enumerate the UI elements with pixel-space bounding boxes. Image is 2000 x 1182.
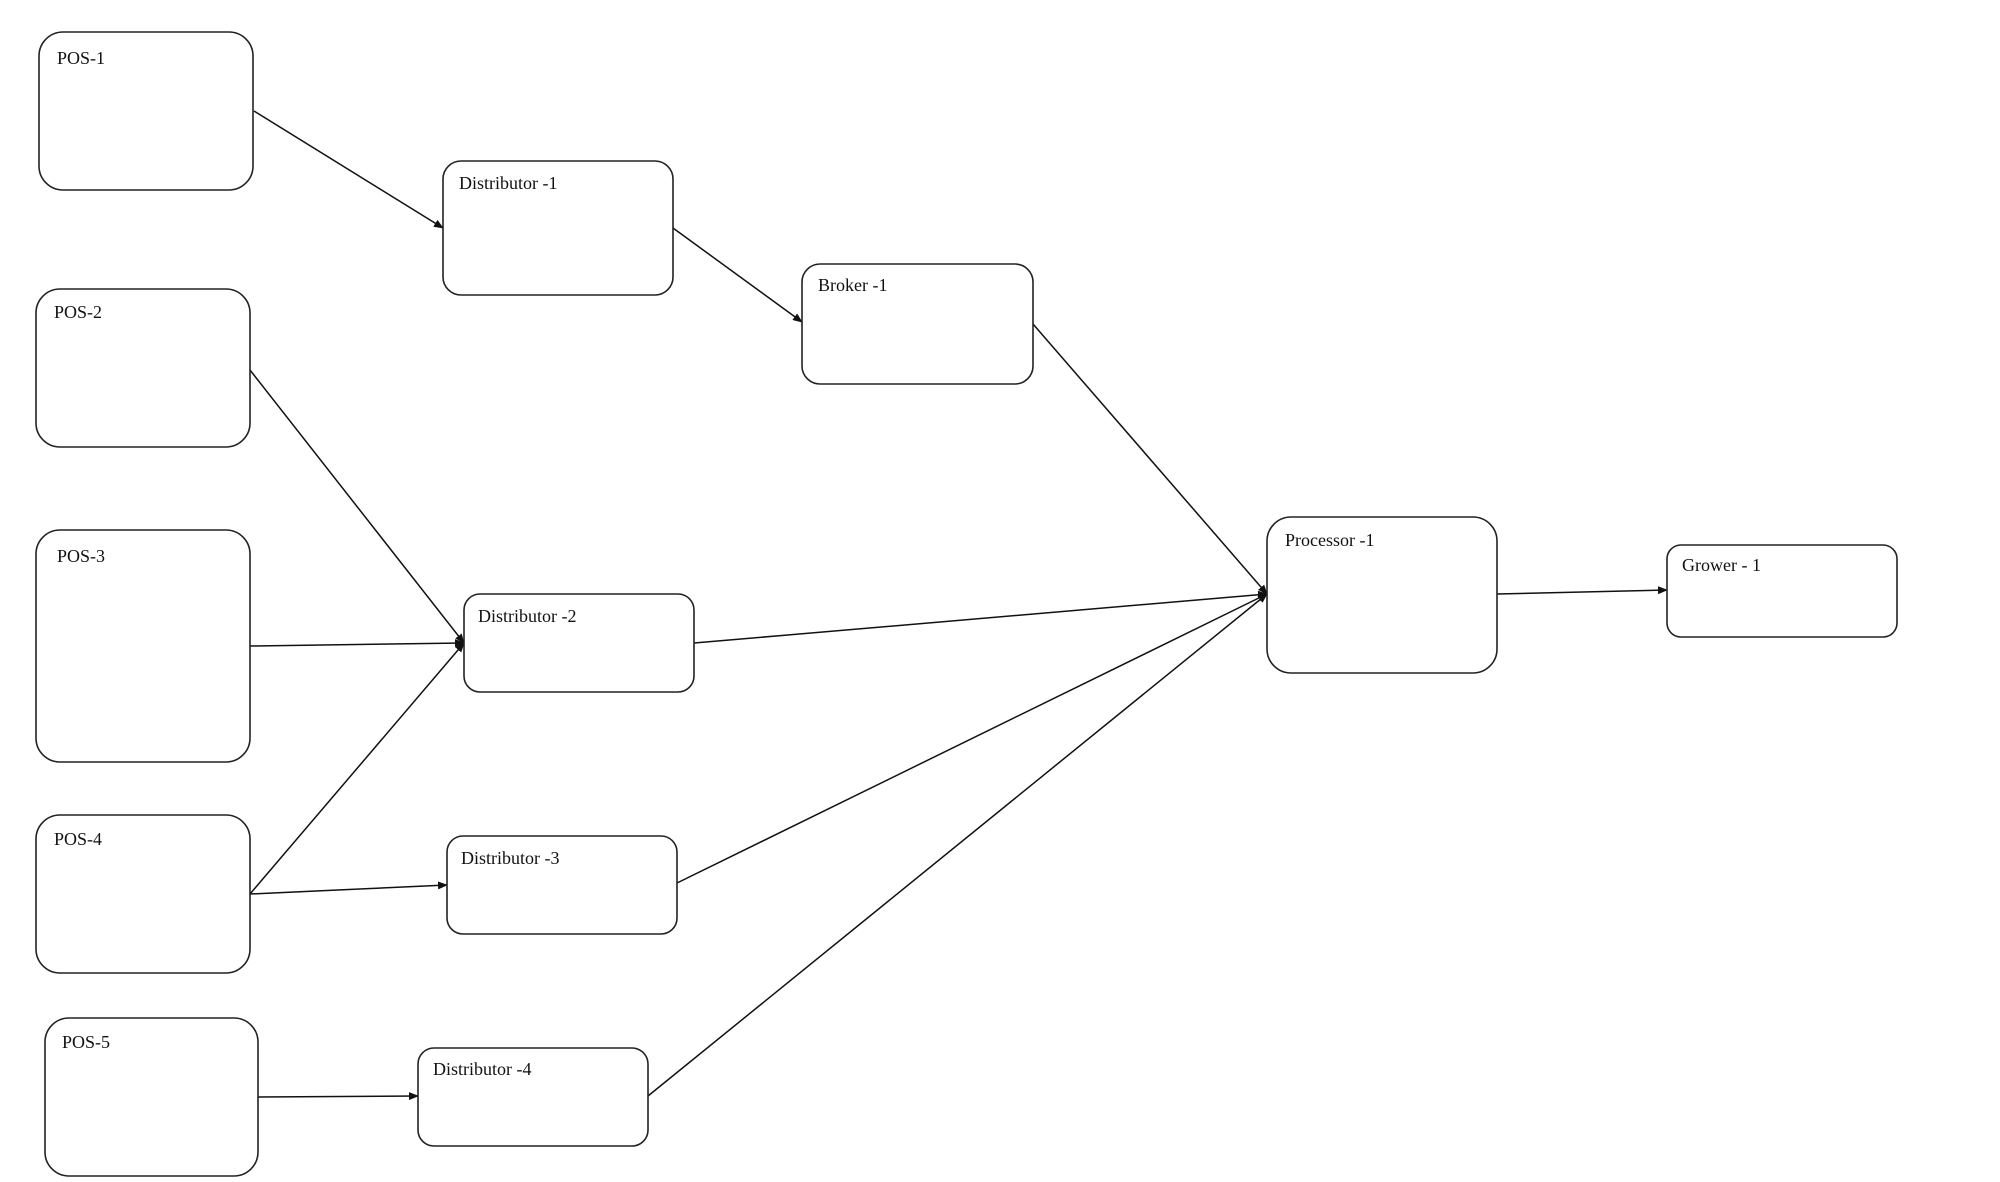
edges-layer [249,110,1668,1101]
node-label-pos-1: POS-1 [57,48,105,68]
nodes-layer: POS-1 POS-2 POS-3 POS-4 POS-5 Distributo… [35,31,1898,1177]
node-label-processor-1: Processor -1 [1285,530,1374,550]
node-distributor-1[interactable]: Distributor -1 [442,160,674,296]
edge-dist3-proc1 [676,593,1268,884]
edge-pos5-dist4 [257,1092,419,1101]
node-label-pos-4: POS-4 [54,829,102,849]
edge-pos2-dist2 [249,369,465,644]
node-pos-1[interactable]: POS-1 [38,31,254,191]
node-label-distributor-2: Distributor -2 [478,606,577,626]
node-pos-3[interactable]: POS-3 [35,529,251,763]
edge-proc1-grower1 [1496,586,1668,595]
node-label-distributor-4: Distributor -4 [433,1059,532,1079]
edge-pos3-dist2 [249,639,465,648]
node-label-grower-1: Grower - 1 [1682,555,1761,575]
node-grower-1[interactable]: Grower - 1 [1666,544,1898,638]
node-broker-1[interactable]: Broker -1 [801,263,1034,385]
node-pos-4[interactable]: POS-4 [35,814,251,974]
node-label-pos-3: POS-3 [57,546,105,566]
node-distributor-3[interactable]: Distributor -3 [446,835,678,935]
edge-pos4-dist3 [249,881,448,895]
node-label-distributor-3: Distributor -3 [461,848,560,868]
node-label-pos-5: POS-5 [62,1032,110,1052]
node-label-distributor-1: Distributor -1 [459,173,558,193]
edge-pos1-dist1 [253,110,444,229]
node-pos-2[interactable]: POS-2 [35,288,251,448]
node-distributor-2[interactable]: Distributor -2 [463,593,695,693]
node-distributor-4[interactable]: Distributor -4 [417,1047,649,1147]
node-label-pos-2: POS-2 [54,302,102,322]
node-pos-5[interactable]: POS-5 [44,1017,259,1177]
node-processor-1[interactable]: Processor -1 [1266,516,1498,674]
edge-dist4-proc1 [647,593,1268,1097]
edge-dist1-broker1 [672,227,803,323]
node-label-broker-1: Broker -1 [818,275,887,295]
edge-broker1-proc1 [1032,323,1268,595]
edge-pos4-dist2 [249,642,465,895]
edge-dist2-proc1 [693,590,1268,644]
